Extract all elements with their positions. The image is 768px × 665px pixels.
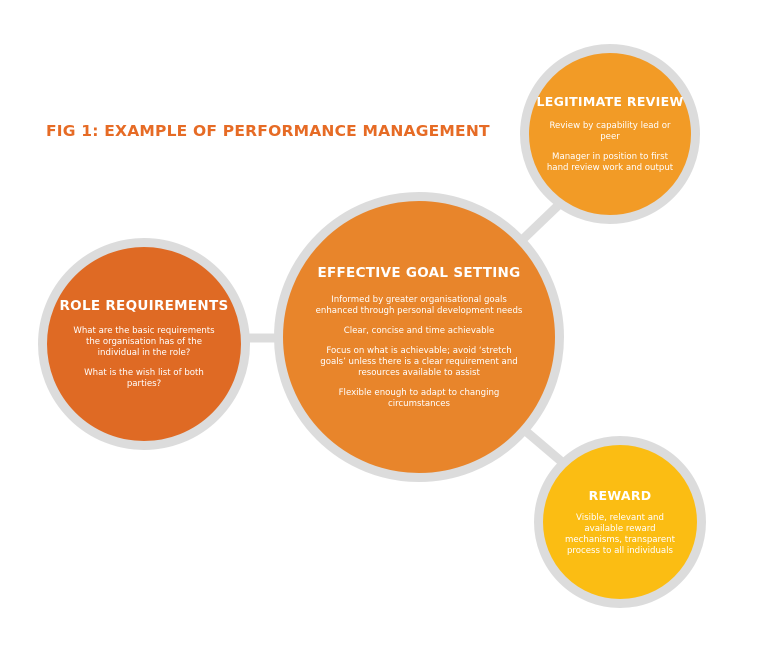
node-text: Visible, relevant and available reward m… — [565, 512, 675, 556]
node-role-requirements: ROLE REQUIREMENTS What are the basic req… — [38, 238, 250, 450]
node-text: What are the basic requirements the orga… — [73, 326, 215, 358]
node-title: EFFECTIVE GOAL SETTING — [317, 264, 521, 281]
node-text: Manager in position to first hand review… — [546, 152, 674, 173]
node-title: ROLE REQUIREMENTS — [59, 298, 229, 314]
node-text: Flexible enough to adapt to changing cir… — [338, 387, 500, 409]
figure-title: FIG 1: EXAMPLE OF PERFORMANCE MANAGEMENT — [46, 122, 490, 140]
node-text: Review by capability lead or peer — [549, 121, 671, 142]
node-effective-goal-setting: EFFECTIVE GOAL SETTING Informed by great… — [274, 192, 564, 482]
node-title: LEGITIMATE REVIEW — [536, 94, 684, 109]
node-text: Informed by greater organisational goals… — [315, 294, 523, 316]
node-text: What is the wish list of both parties? — [84, 368, 204, 389]
node-text: Focus on what is achievable; avoid ‘stre… — [320, 345, 518, 378]
node-title: REWARD — [588, 487, 652, 503]
connector-goal-to-reward — [519, 424, 565, 466]
node-legitimate-review: LEGITIMATE REVIEW Review by capability l… — [520, 44, 700, 224]
node-text: Clear, concise and time achievable — [343, 325, 495, 336]
node-reward: REWARD Visible, relevant and available r… — [534, 436, 706, 608]
